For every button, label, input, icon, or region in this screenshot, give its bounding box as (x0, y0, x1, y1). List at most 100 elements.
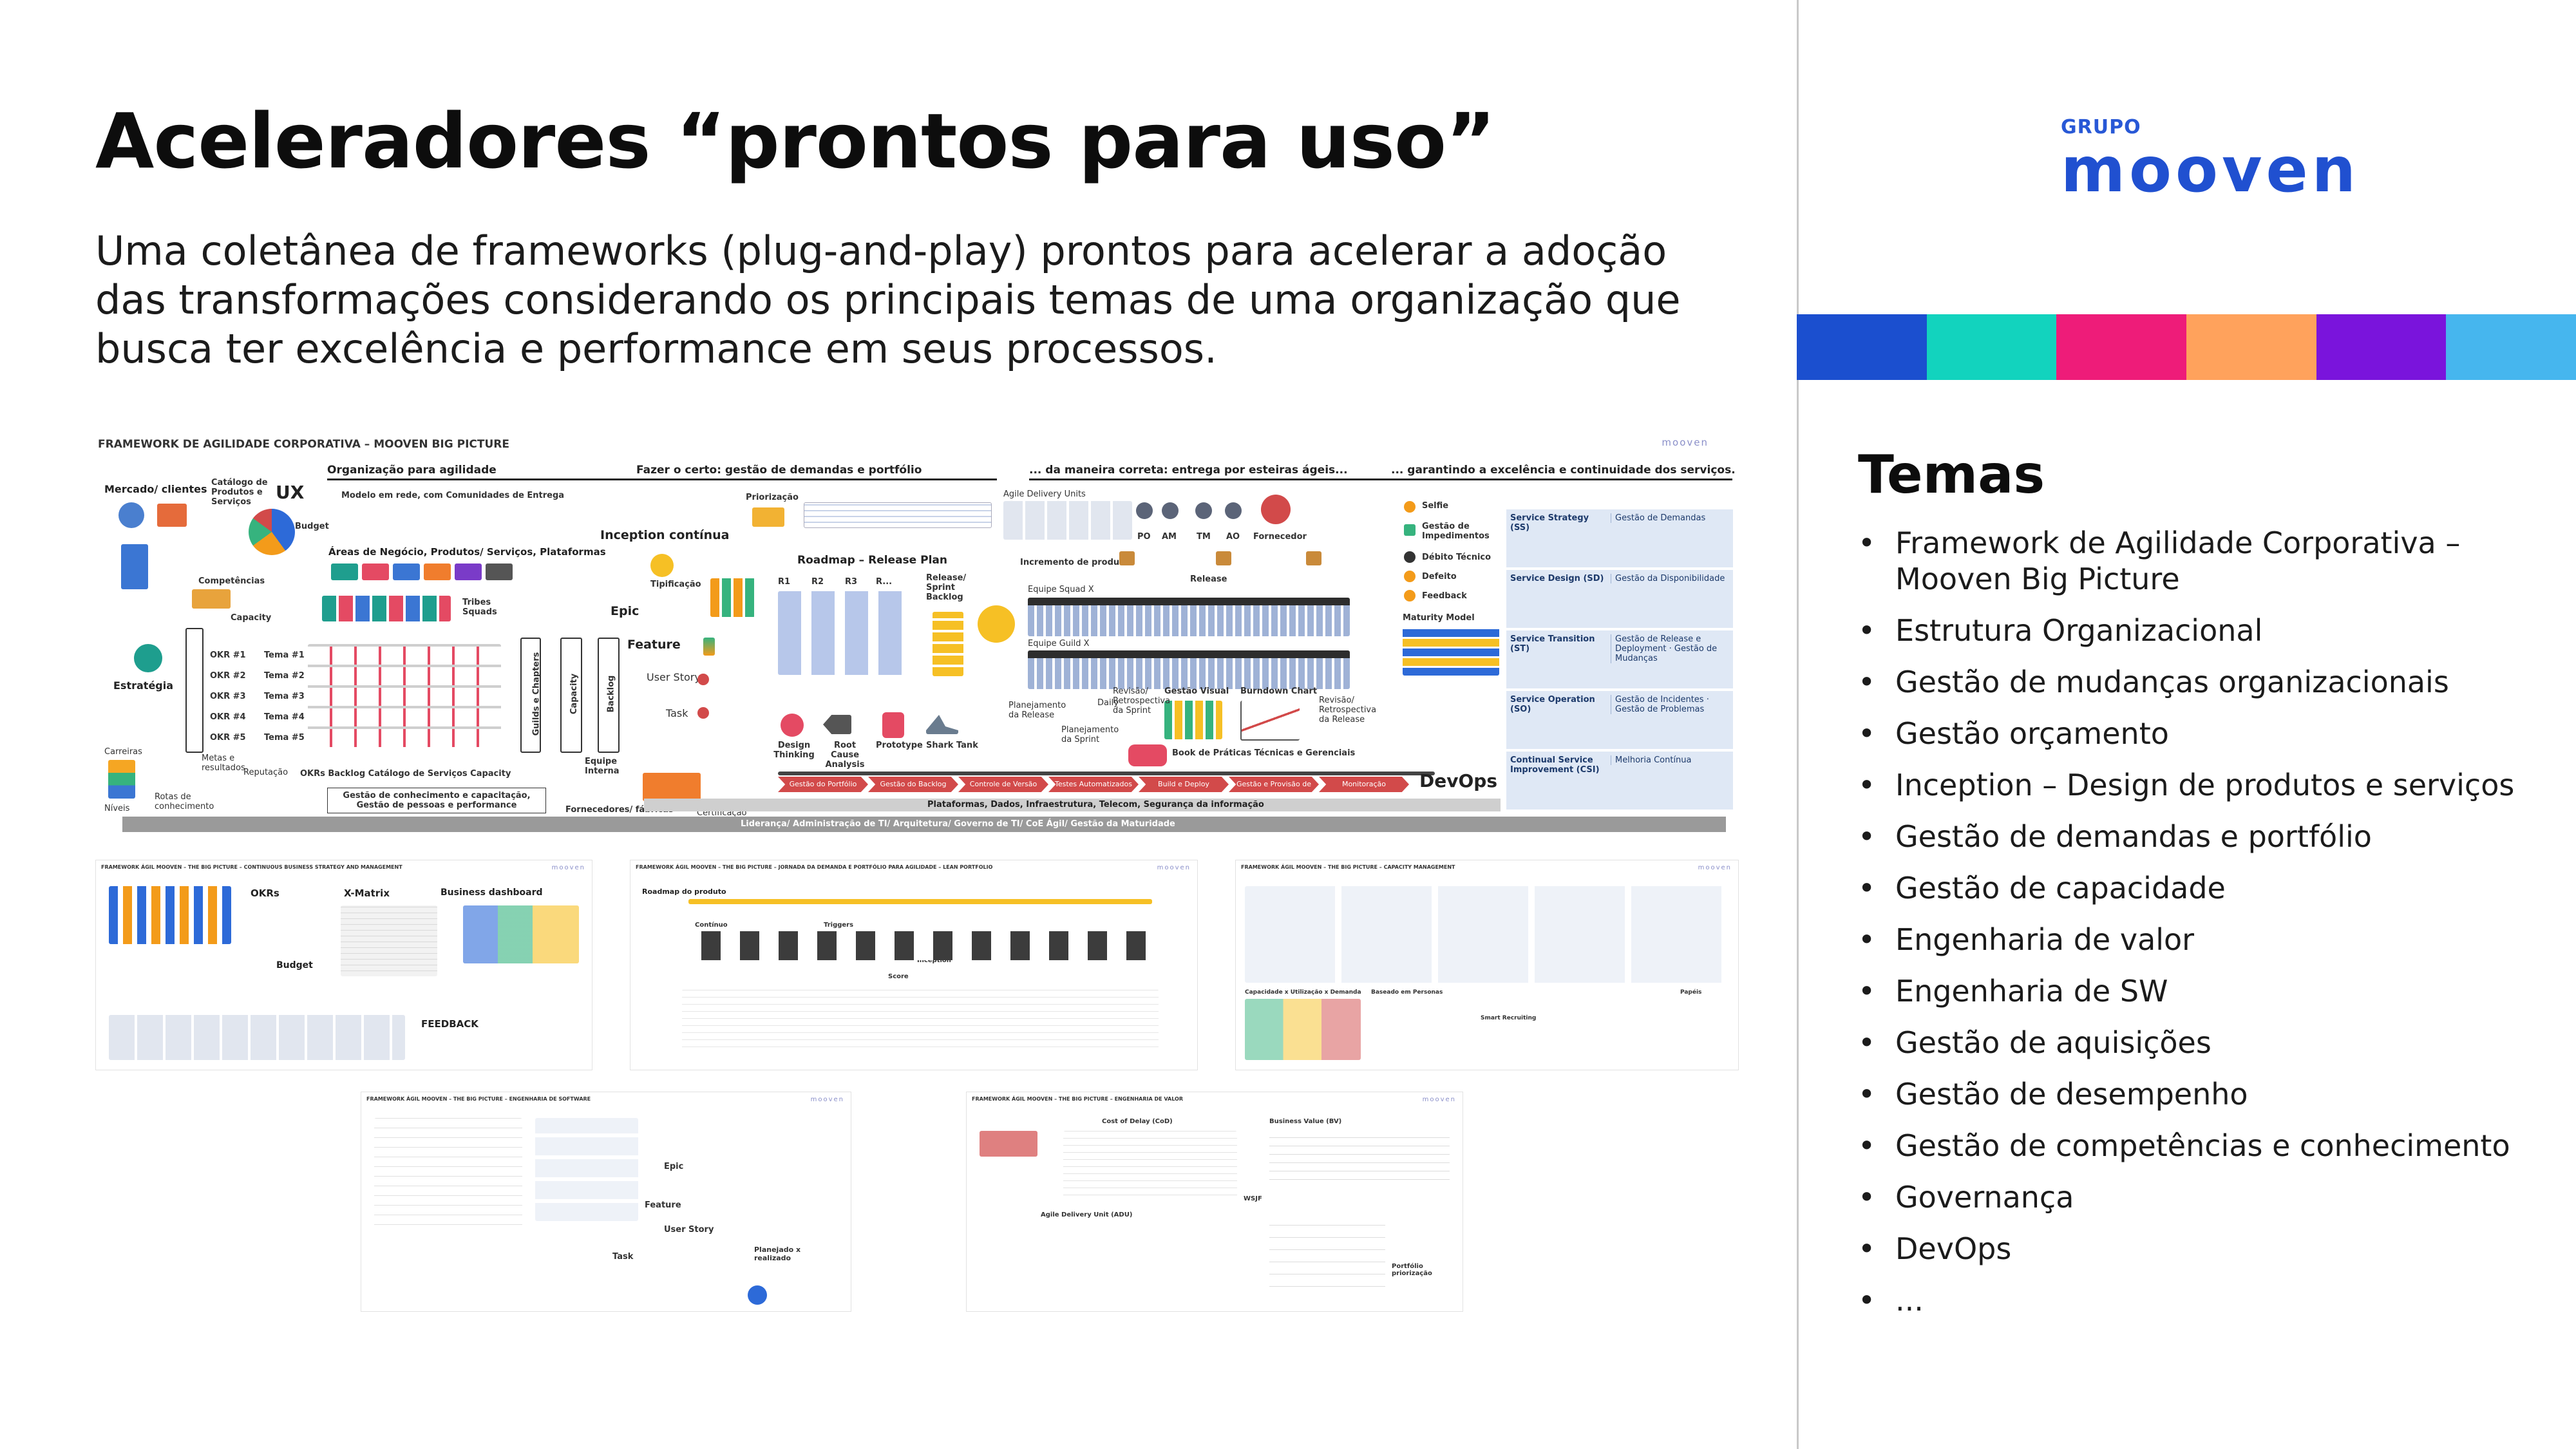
tema-item-demandas: Gestão de demandas e portfólio (1858, 819, 2560, 855)
service-transition-row: Service Transition (ST) Gestão de Releas… (1506, 630, 1734, 689)
thumbnail-3-columns (1245, 886, 1728, 983)
label-am: AM (1162, 532, 1177, 542)
color-band-lightblue (2446, 314, 2576, 380)
big-picture-brand: mooven (1662, 437, 1709, 448)
pipeline-rail (778, 772, 1435, 775)
thumbnail-2-continuo: Contínuo (695, 922, 728, 929)
okr-4: OKR #4 (210, 712, 246, 722)
roadmap-col-3: R3 (845, 577, 858, 587)
thumbnail-2-text-table (682, 989, 1159, 1054)
label-planejamento-sprint: Planejamento da Sprint (1061, 725, 1119, 744)
tribes-grid (322, 596, 451, 621)
building-icon (121, 544, 148, 589)
temas-list: Framework de Agilidade Corporativa – Moo… (1858, 525, 2560, 1334)
label-revisao-release: Revisão/ Retrospectiva da Release (1319, 696, 1377, 724)
release-planning-icon (978, 605, 1015, 643)
capacity-box (560, 638, 582, 753)
label-niveis: Níveis (104, 804, 130, 813)
pipeline-step-1: Gestão do Portfólio (778, 777, 868, 792)
color-band-teal (1926, 314, 2057, 380)
label-release: Release (1190, 574, 1227, 584)
tm-avatar (1195, 502, 1212, 519)
thumbnail-5-bv-table (1269, 1130, 1450, 1188)
service-strategy-key: Service Strategy (SS) (1510, 513, 1589, 533)
thumbnail-5-bv: Business Value (BV) (1269, 1118, 1342, 1125)
book-bus-icon (1128, 744, 1167, 766)
color-band-purple (2316, 314, 2447, 380)
label-selfie: Selfie (1422, 501, 1449, 511)
thumbnail-4-task: Task (612, 1252, 634, 1262)
thumbnail-4-user-story: User Story (664, 1225, 714, 1235)
thumbnail-3-papeis: Papéis (1680, 989, 1702, 996)
service-strategy-value: Gestão de Demandas (1611, 513, 1734, 523)
csi-key: Continual Service Improvement (CSI) (1510, 755, 1600, 775)
thumbnail-5-brand: mooven (1422, 1096, 1456, 1103)
thumbnail-4-person-icon (748, 1285, 767, 1305)
label-competencias: Competências (198, 576, 265, 586)
label-equipe-interna: Equipe Interna (585, 757, 620, 776)
label-incremento: Incremento de produto (1020, 558, 1130, 567)
thumbnail-4-brand: mooven (810, 1096, 844, 1103)
logo-wordmark: mooven (2061, 134, 2360, 206)
label-tribes: Tribes Squads (462, 598, 497, 617)
thumbnail-lean-portfolio: FRAMEWORK ÁGIL MOOVEN – THE BIG PICTURE … (630, 860, 1198, 1070)
tema-item-framework: Framework de Agilidade Corporativa – Moo… (1858, 525, 2560, 597)
thumbnail-4-header: FRAMEWORK ÁGIL MOOVEN – THE BIG PICTURE … (366, 1096, 591, 1102)
roadmap-col-2: R2 (811, 577, 824, 587)
thumbnail-2-score: Score (888, 973, 909, 980)
label-ux: UX (276, 482, 305, 503)
thumbnail-2-flow (682, 931, 1159, 960)
label-equipe-guild: Equipe Guild X (1028, 639, 1090, 649)
area-block-2 (362, 564, 389, 580)
thumbnail-business-strategy: FRAMEWORK ÁGIL MOOVEN – THE BIG PICTURE … (95, 860, 592, 1070)
impedimentos-icon (1404, 524, 1416, 536)
area-block-1 (331, 564, 358, 580)
thumbnail-1-xmatrix-grid (341, 905, 437, 976)
guild-sprint-lane (1028, 650, 1350, 689)
label-catalogo: Catálogo de Produtos e Serviços (211, 478, 268, 507)
tema-item-sw: Engenharia de SW (1858, 973, 2560, 1009)
thumbnail-3-smart: Smart Recruiting (1481, 1015, 1537, 1021)
color-band-orange (2186, 314, 2316, 380)
label-reputacao: Reputação (243, 768, 289, 777)
tema-item-valor: Engenharia de valor (1858, 922, 2560, 958)
backlog-box (598, 638, 620, 753)
maturity-model-chart (1403, 627, 1499, 676)
label-defeito: Defeito (1422, 572, 1457, 582)
area-block-6 (486, 564, 513, 580)
thumbnail-1-budget: Budget (276, 960, 313, 971)
thumbnail-5-cod: Cost of Delay (CoD) (1102, 1118, 1173, 1125)
priorizacao-scale-icon (752, 507, 784, 527)
thumbnail-4-planejado: Planejado x realizado (754, 1245, 801, 1262)
thumbnail-2-roadmap: Roadmap do produto (642, 887, 726, 896)
okr-2: OKR #2 (210, 671, 246, 681)
section-demand: Fazer o certo: gestão de demandas e port… (636, 464, 997, 480)
selfie-icon (1404, 501, 1416, 513)
thumbnail-5-header: FRAMEWORK ÁGIL MOOVEN – THE BIG PICTURE … (972, 1096, 1183, 1102)
label-design-thinking: Design Thinking (773, 741, 815, 760)
label-roadmap: Roadmap – Release Plan (797, 554, 947, 567)
thumbnail-2-inception: Inception (917, 957, 951, 964)
tema-item-devops: DevOps (1858, 1231, 2560, 1267)
service-transition-key: Service Transition (ST) (1510, 634, 1595, 654)
label-backlog-v: Backlog (606, 675, 616, 713)
label-debito: Débito Técnico (1422, 553, 1492, 562)
user-story-icon (697, 674, 709, 685)
thumbnail-5-cod-table (1063, 1131, 1237, 1202)
increment-box-1 (1119, 551, 1135, 565)
label-lideranca: Liderança/ Administração de TI/ Arquitet… (741, 819, 1175, 829)
label-equipe-squad: Equipe Squad X (1028, 585, 1094, 594)
pipeline-step-6: Gestão e Provisão de Ambientes (1229, 777, 1319, 792)
tema-item-aquisicoes: Gestão de aquisições (1858, 1025, 2560, 1061)
thumbnail-2-triggers: Triggers (824, 922, 854, 929)
ao-avatar (1225, 502, 1242, 519)
okr-3: OKR #3 (210, 692, 246, 701)
am-avatar (1162, 502, 1179, 519)
color-band (1797, 314, 2576, 380)
budget-pie-icon (249, 509, 295, 555)
service-operation-value: Gestão de Incidentes · Gestão de Problem… (1611, 695, 1734, 714)
thumbnail-1-header: FRAMEWORK ÁGIL MOOVEN – THE BIG PICTURE … (101, 864, 402, 870)
label-maturity: Maturity Model (1403, 613, 1475, 623)
design-thinking-icon (781, 714, 804, 737)
